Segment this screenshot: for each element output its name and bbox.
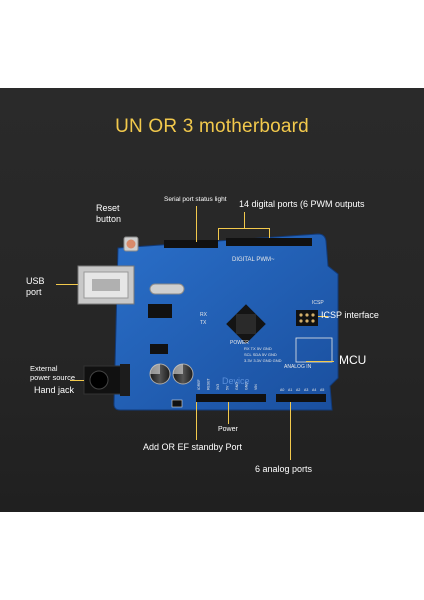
mcu-chip	[226, 304, 266, 344]
tx-silk: TX	[200, 320, 207, 326]
label-power: Power	[218, 426, 238, 433]
label-digital-ports: 14 digital ports (6 PWM outputs	[239, 199, 365, 209]
callout-line-digital-left	[218, 228, 219, 240]
capacitors	[149, 363, 194, 385]
label-mcu: MCU	[339, 353, 367, 367]
analog-header	[276, 394, 326, 402]
pcb-board	[113, 233, 339, 411]
diagram-title: UN OR 3 motherboard	[115, 116, 309, 137]
analog-pin-label: A5	[320, 388, 324, 392]
callout-line-digital-right	[269, 228, 270, 238]
side-row-label: 3.3V 3.3V GND GND	[244, 358, 282, 363]
usb-port-part	[77, 265, 135, 305]
power-switch	[171, 399, 183, 408]
dc-jack-part	[83, 364, 130, 396]
power-pin-label: 5V	[226, 385, 230, 390]
callout-line-serial	[196, 206, 197, 242]
power-pin-label: VIN	[254, 384, 258, 390]
side-row-label: SCL SDA 5V GND	[244, 352, 277, 357]
reset-button-part	[123, 236, 139, 252]
callout-line-usb	[56, 284, 78, 285]
usb-chip	[148, 304, 172, 318]
digital-pwm-silk: DIGITAL PWM~	[232, 257, 275, 263]
icsp-header	[296, 310, 318, 326]
label-external-power: External power source	[30, 364, 76, 383]
callout-line-digital-up	[244, 212, 245, 228]
power-pin-label: IOREF	[197, 379, 201, 390]
power-pin-label: GND	[235, 382, 239, 390]
analog-pin-label: A2	[296, 388, 300, 392]
power-pin-label: GND	[245, 382, 249, 390]
power-silk: POWER	[230, 340, 249, 346]
callout-line-power	[228, 402, 229, 424]
label-analog-ports: 6 analog ports	[255, 464, 313, 474]
analog-pin-label: A3	[304, 388, 308, 392]
icsp-silk: ICSP	[312, 300, 324, 306]
label-usb-port: USB port	[26, 276, 45, 298]
analog-pin-label: A4	[312, 388, 316, 392]
side-pad-rows	[295, 337, 333, 363]
crystal-part	[149, 283, 185, 295]
diagram-panel: UN OR 3 motherboard	[0, 88, 424, 512]
analog-pin-label: A1	[288, 388, 292, 392]
label-reset-button: Reset button	[96, 203, 122, 225]
callout-line-jack	[70, 380, 84, 381]
callout-line-digital	[218, 228, 270, 229]
callout-line-standby	[196, 402, 197, 440]
power-header	[196, 394, 266, 402]
callout-line-mcu	[306, 361, 334, 362]
board-illustration: DIGITAL PWM~ POWER ANALOG IN Device ICSP…	[77, 233, 339, 411]
power-pin-label: 3V3	[216, 384, 220, 390]
label-serial-light: Serial port status light	[164, 196, 227, 203]
label-standby-port: Add OR EF standby Port	[143, 442, 243, 452]
analog-pin-label: A0	[280, 388, 284, 392]
digital-header	[164, 238, 312, 248]
device-silk: Device	[222, 376, 250, 386]
callout-line-icsp	[318, 316, 328, 317]
rx-silk: RX	[200, 312, 208, 318]
label-hand-jack: Hand jack	[34, 385, 75, 395]
analog-in-silk: ANALOG IN	[284, 364, 312, 370]
power-pin-label: RESET	[207, 377, 211, 390]
label-icsp-interface: ICSP interface	[321, 310, 379, 320]
regulator-chip	[150, 344, 168, 354]
side-row-label: RX TX 5V GND	[244, 346, 272, 351]
callout-line-analog	[290, 402, 291, 460]
